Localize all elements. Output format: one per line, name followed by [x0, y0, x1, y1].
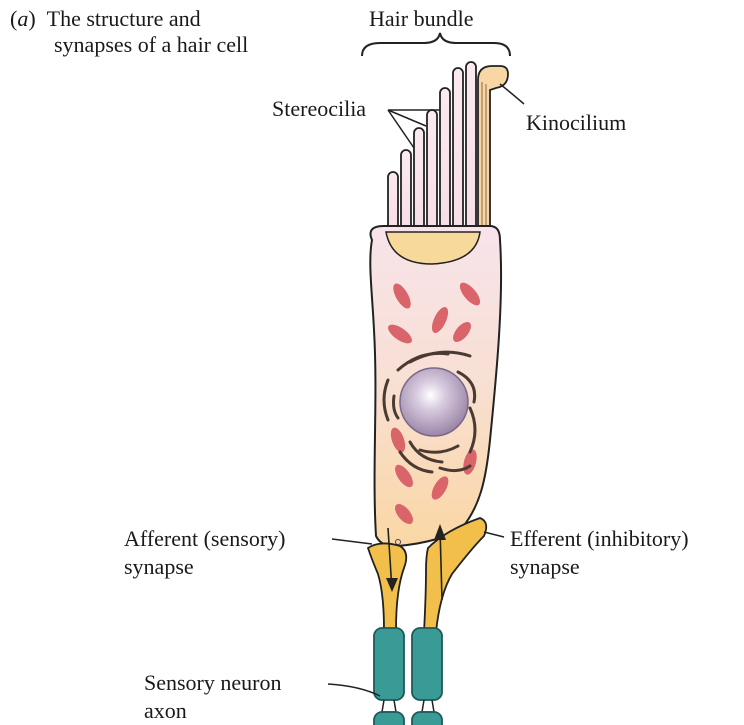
golgi-membranes [382, 350, 477, 474]
stereocilium [387, 171, 399, 235]
kinocilium [477, 65, 509, 237]
stereocilia-label: Stereocilia [272, 96, 367, 121]
stereocilium [452, 67, 464, 235]
afferent-label-line1: Afferent (sensory) [124, 526, 286, 551]
myelin-sheath [411, 627, 443, 701]
mitochondrion [453, 322, 471, 342]
mitochondrion [395, 464, 413, 488]
efferent-terminal [423, 517, 488, 633]
afferent-leader [331, 538, 373, 545]
stereocilium [413, 127, 425, 235]
neuron-label-line2: axon [144, 698, 187, 723]
figure-title-line1: (a) The structure and [10, 6, 201, 32]
mitochondrion [431, 307, 449, 333]
stereocilium [426, 109, 438, 235]
mitochondrion [393, 283, 411, 309]
neuron-label-line1: Sensory neuron [144, 670, 282, 695]
mitochondrion [390, 427, 406, 453]
efferent-leader [483, 531, 505, 538]
afferent-label-line2: synapse [124, 554, 194, 579]
mitochondria [388, 282, 481, 524]
axons [373, 627, 443, 725]
efferent-label-line2: synapse [510, 554, 580, 579]
mitochondrion [388, 324, 412, 344]
afferent-terminal [366, 527, 408, 631]
myelin-sheath [373, 711, 405, 725]
nucleus [399, 367, 469, 437]
hair-bundle-brace [361, 32, 511, 57]
kinocilium-leader [499, 83, 525, 105]
figure-title-text1: The structure and [46, 6, 201, 31]
neuron-leader [327, 683, 381, 697]
figure-title-line2: synapses of a hair cell [54, 32, 249, 57]
stereocilium [400, 149, 412, 235]
kinocilium-label: Kinocilium [526, 110, 627, 135]
myelin-sheath [411, 711, 443, 725]
panel-letter: a [17, 6, 29, 31]
stereocilium [465, 61, 477, 235]
panel-suffix: ) [28, 6, 36, 31]
mitochondrion [395, 504, 413, 524]
mitochondrion [459, 282, 481, 306]
cuticular-plate [385, 231, 481, 265]
myelin-sheath [373, 627, 405, 701]
panel-prefix: ( [10, 6, 18, 31]
leader-lines [327, 83, 525, 697]
hair-bundle-label: Hair bundle [369, 6, 474, 31]
mitochondrion [431, 476, 449, 500]
efferent-label-line1: Efferent (inhibitory) [510, 526, 689, 551]
stereocilium [439, 87, 451, 235]
stereocilia-leader [387, 109, 440, 149]
stereocilia [387, 61, 477, 235]
